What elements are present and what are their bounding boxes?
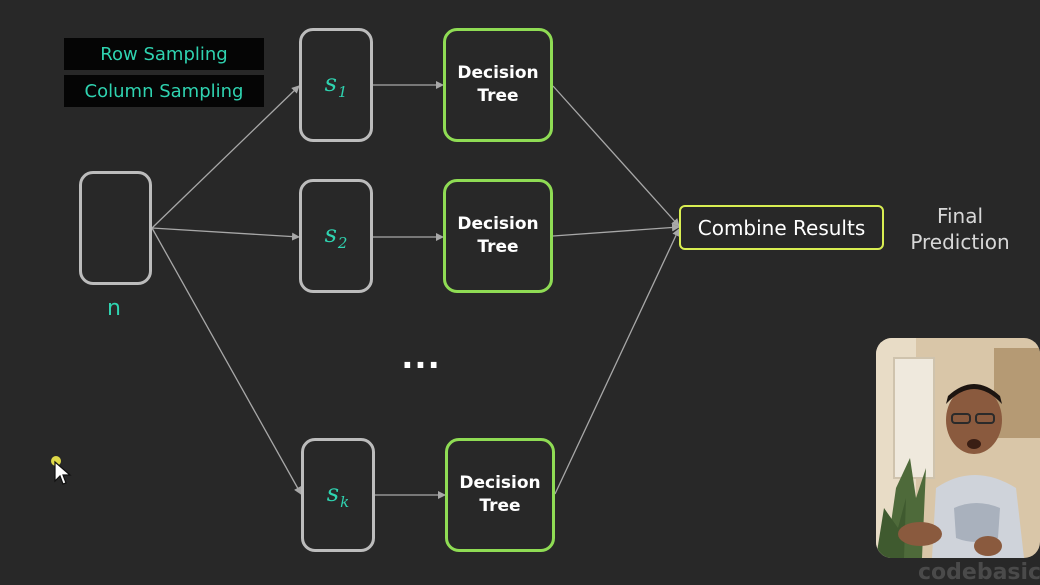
sample-box-2: s2 xyxy=(299,179,373,293)
sample-symbol-1: s1 xyxy=(324,69,348,101)
edge-tree3-to-combine xyxy=(554,228,680,495)
combine-results-label: Combine Results xyxy=(697,215,866,240)
watermark-logo: codebasics xyxy=(918,560,1040,585)
sample-box-k: sk xyxy=(301,438,375,552)
sample-box-1: s1 xyxy=(299,28,373,142)
presenter-video-thumbnail xyxy=(876,338,1040,558)
column-sampling-label: Column Sampling xyxy=(84,80,244,102)
input-dataset-label: n xyxy=(107,296,121,321)
row-sampling-tag: Row Sampling xyxy=(64,38,264,70)
sample-symbol-2: s2 xyxy=(324,220,348,252)
edge-input-to-s1 xyxy=(151,85,300,229)
ellipsis: ... xyxy=(401,338,441,376)
sample-symbol-k: sk xyxy=(326,479,350,511)
mouse-cursor-icon xyxy=(48,452,72,492)
edge-input-to-sk xyxy=(151,227,302,495)
edge-tree1-to-combine xyxy=(552,85,680,227)
input-dataset-box xyxy=(79,171,152,285)
edge-tree2-to-combine xyxy=(552,223,680,237)
combine-results-box: Combine Results xyxy=(679,205,884,250)
final-prediction-label: Final Prediction xyxy=(910,204,1010,254)
row-sampling-label: Row Sampling xyxy=(100,43,228,65)
column-sampling-tag: Column Sampling xyxy=(64,75,264,107)
edge-input-to-s2 xyxy=(151,227,300,241)
